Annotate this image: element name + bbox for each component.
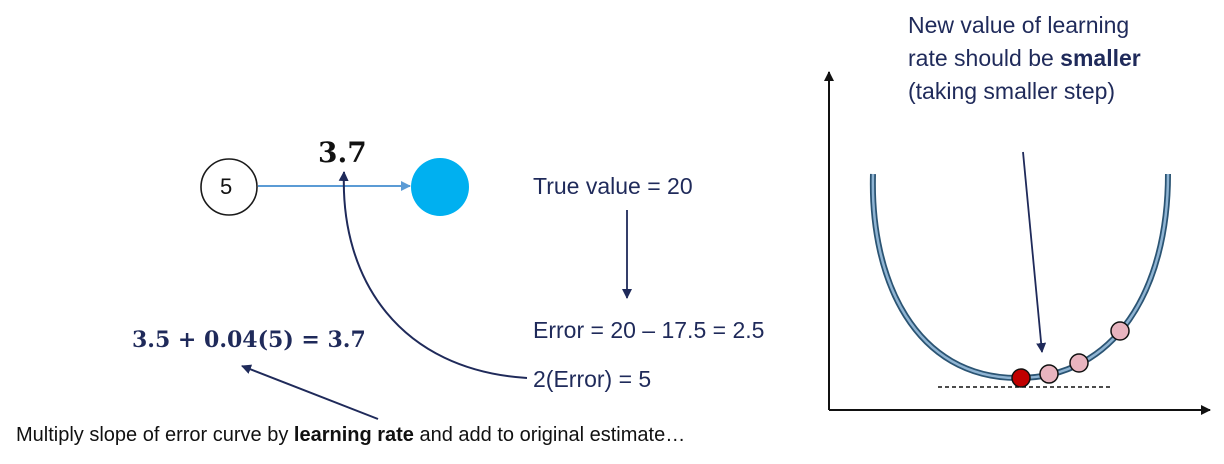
input-node — [200, 158, 258, 216]
caption-text-bold: learning rate — [293, 424, 414, 446]
update-equation: 3.5 + 0.04(5) = 3.7 — [132, 327, 366, 353]
true-value-text: True value = 20 — [533, 173, 693, 199]
step-point-3 — [1069, 353, 1089, 373]
annotation-line-2-text: rate should be — [908, 45, 1061, 71]
input-node-label: 5 — [220, 174, 233, 199]
annotation-bold-word: smaller — [1060, 45, 1141, 71]
output-node — [411, 158, 469, 216]
error-curve — [871, 173, 1170, 380]
caption: Multiply slope of error curve by learnin… — [16, 424, 685, 447]
slope-equation: 2(Error) = 5 — [533, 366, 652, 392]
caption-arrow — [241, 364, 379, 420]
annotation-line-1: New value of learning — [908, 12, 1130, 38]
weight-label: 3.7 — [318, 136, 367, 169]
annotation-line-3: (taking smaller step) — [908, 78, 1116, 104]
annotation-arrow — [1022, 151, 1047, 353]
step-point-2 — [1039, 364, 1059, 384]
annotation-line-2: rate should be smaller — [908, 45, 1141, 72]
caption-text-after: and add to original estimate… — [413, 424, 686, 446]
error-curve-outline — [869, 173, 1171, 382]
feedback-curve-arrow — [338, 171, 528, 379]
caption-text-before: Multiply slope of error curve by — [16, 424, 294, 446]
minimum-point — [1011, 368, 1031, 388]
error-equation: Error = 20 – 17.5 = 2.5 — [533, 317, 765, 343]
step-point-4 — [1110, 321, 1130, 341]
